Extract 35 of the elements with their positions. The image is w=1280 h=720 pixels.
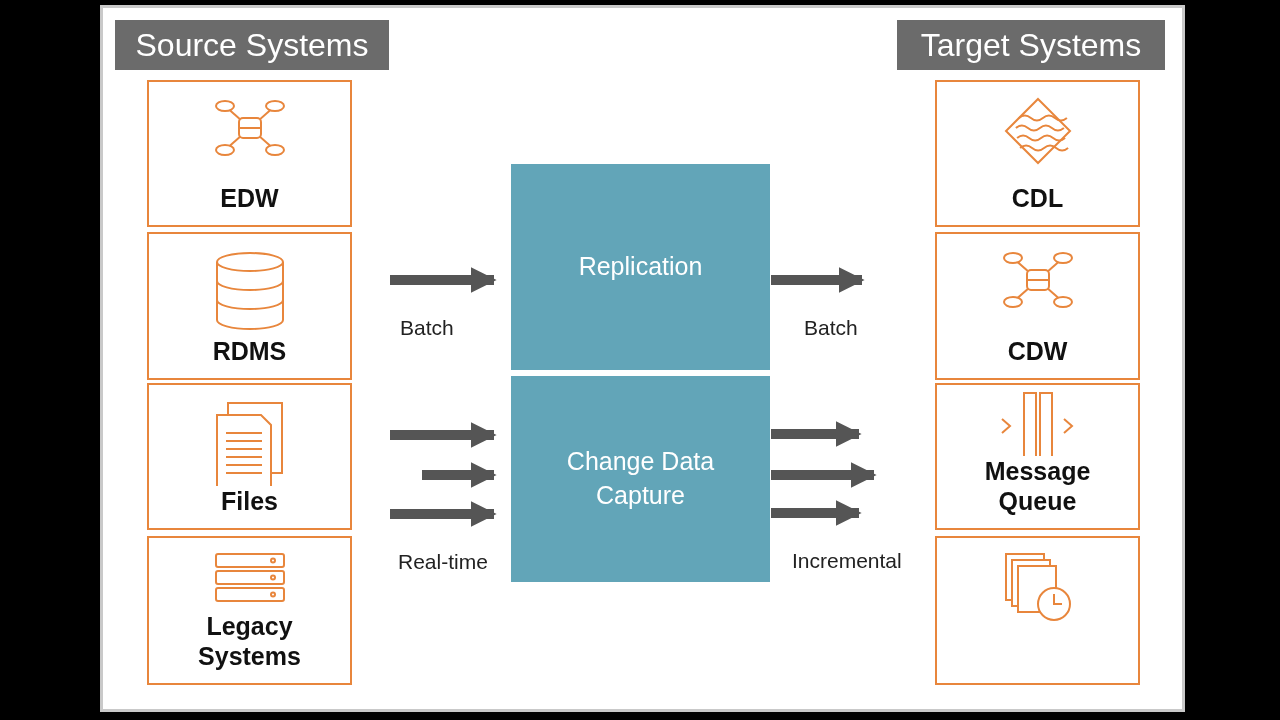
arrow xyxy=(390,422,497,448)
process-label: Replication xyxy=(578,251,703,283)
process-box xyxy=(511,164,770,370)
arrow xyxy=(771,421,862,447)
arrow xyxy=(771,462,877,488)
source-box xyxy=(147,232,352,380)
source-box xyxy=(147,80,352,227)
section-header xyxy=(897,20,1165,70)
process-label: Change Data Capture xyxy=(565,446,716,511)
box-label: Files xyxy=(221,486,278,516)
header-text: Target Systems xyxy=(920,26,1142,64)
arrow xyxy=(771,500,862,526)
header-text: Source Systems xyxy=(135,26,369,64)
box-label: CDL xyxy=(1011,183,1064,213)
box-label: RDMS xyxy=(212,336,287,366)
source-box xyxy=(147,383,352,530)
edge-label: Incremental xyxy=(792,549,902,573)
edge-label: Real-time xyxy=(398,550,488,574)
edge-label: Batch xyxy=(400,316,454,340)
box-label: CDW xyxy=(1007,336,1068,366)
section-header xyxy=(115,20,389,70)
source-box xyxy=(147,536,352,685)
target-box xyxy=(935,536,1140,685)
box-label: EDW xyxy=(220,183,279,213)
target-box xyxy=(935,232,1140,380)
box-label: Legacy Systems xyxy=(197,611,302,671)
box-label: Message Queue xyxy=(983,456,1092,516)
target-box xyxy=(935,383,1140,530)
process-box xyxy=(511,376,770,582)
arrow xyxy=(390,267,497,293)
arrow xyxy=(390,501,497,527)
arrow xyxy=(422,462,497,488)
arrow xyxy=(771,267,865,293)
target-box xyxy=(935,80,1140,227)
edge-label: Batch xyxy=(804,316,858,340)
